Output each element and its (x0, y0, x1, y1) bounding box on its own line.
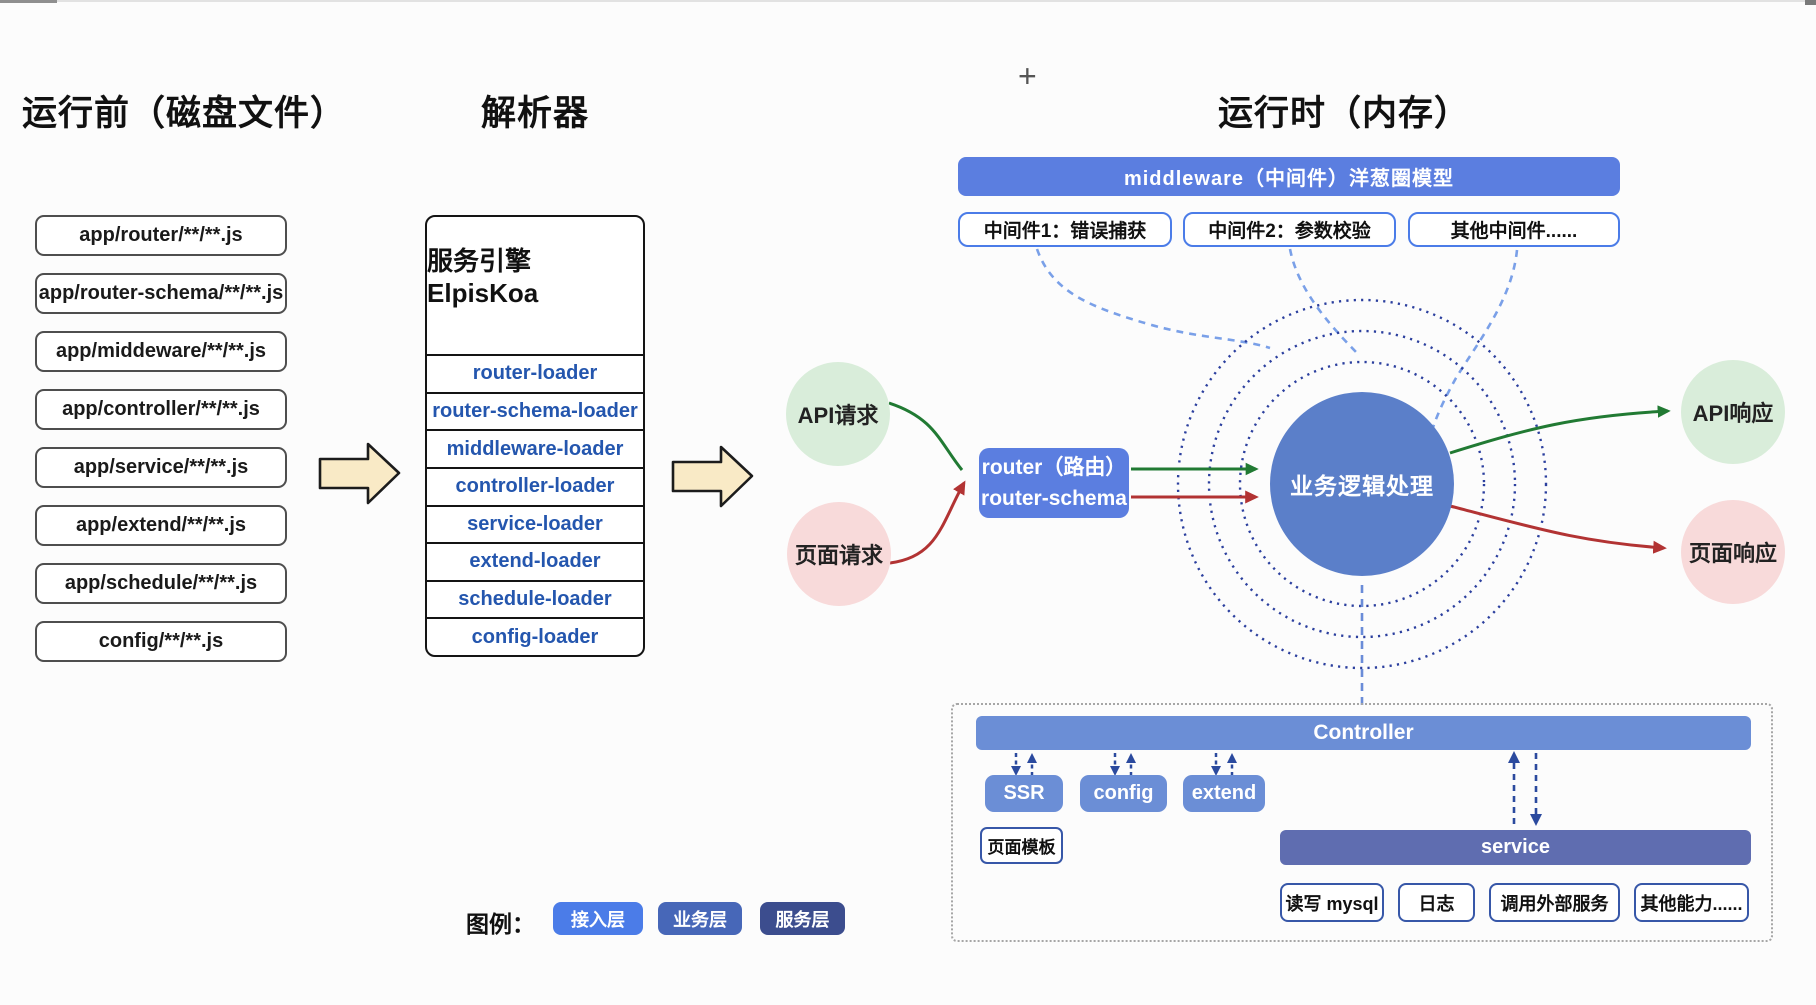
ssr-box: SSR (985, 775, 1063, 812)
title-pre-run: 运行前（磁盘文件） (22, 94, 347, 133)
middleware-connector-lines (1035, 248, 1519, 435)
engine-title: 服务引擎 ElpisKoa (427, 246, 539, 308)
screen-top-right-mark (1805, 0, 1816, 5)
onion-ring-inner (1238, 360, 1486, 608)
connector-middleware-2 (1288, 248, 1361, 357)
api-request-curve (888, 401, 964, 471)
loader-row-controller: controller-loader (427, 466, 643, 505)
service-bar: service (1280, 830, 1751, 865)
loader-row-extend: extend-loader (427, 542, 643, 580)
extend-box: extend (1183, 775, 1265, 812)
onion-ring-middle (1207, 329, 1517, 639)
legend-chip-access-layer: 接入层 (553, 902, 643, 935)
connector-middleware-other (1429, 249, 1519, 435)
screen-top-edge (0, 0, 1816, 2)
loader-row-service: service-loader (427, 504, 643, 543)
file-box-extend: app/extend/**/**.js (35, 505, 287, 546)
api-request-circle: API请求 (786, 362, 890, 466)
controller-bar: Controller (976, 716, 1751, 750)
capability-mysql: 读写 mysql (1280, 883, 1384, 922)
middleware-item-other: 其他中间件...... (1408, 212, 1620, 247)
api-response-curve (1449, 405, 1671, 455)
page-response-curve (1449, 504, 1667, 554)
block-arrows (318, 442, 754, 508)
block-arrow-files-to-engine (318, 442, 401, 505)
connector-middleware-1 (1035, 248, 1271, 350)
legend-label: 图例： (466, 911, 535, 937)
middleware-item-1: 中间件1：错误捕获 (958, 212, 1172, 247)
middleware-item-2: 中间件2：参数校验 (1183, 212, 1396, 247)
page-response-circle: 页面响应 (1681, 500, 1785, 604)
business-logic-core-circle: 业务逻辑处理 (1270, 392, 1454, 576)
loader-row-schedule: schedule-loader (427, 579, 643, 618)
block-arrow-engine-to-runtime (671, 445, 754, 508)
onion-rings (1176, 298, 1548, 670)
engine-box: 服务引擎 ElpisKoa router-loader router-schem… (425, 215, 645, 657)
crosshair-cursor: + (1018, 58, 1037, 94)
loader-row-router: router-loader (427, 354, 643, 392)
controller-service-arrows (1508, 751, 1542, 826)
legend-chip-business-layer: 业务层 (658, 902, 742, 935)
page-request-circle: 页面请求 (787, 502, 891, 606)
onion-ring-outer (1176, 298, 1548, 670)
page-template-box: 页面模板 (980, 827, 1063, 864)
screen-top-left-mark (0, 0, 57, 3)
router-box: router（路由） router-schema (979, 448, 1129, 518)
page-request-curve (889, 480, 966, 565)
loader-row-router-schema: router-schema-loader (427, 391, 643, 430)
file-box-config: config/**/**.js (35, 621, 287, 662)
middleware-header: middleware（中间件）洋葱圈模型 (958, 157, 1620, 196)
controller-panel (951, 703, 1773, 942)
capability-other: 其他能力...... (1634, 883, 1749, 922)
file-box-controller: app/controller/**/**.js (35, 389, 287, 430)
file-box-router: app/router/**/**.js (35, 215, 287, 256)
router-box-line2: router-schema (981, 487, 1127, 510)
router-box-line1: router（路由） (981, 456, 1127, 479)
controller-sub-arrows (1011, 753, 1237, 776)
api-response-circle: API响应 (1681, 360, 1785, 464)
loader-list: router-loader router-schema-loader middl… (427, 354, 643, 655)
loader-row-config: config-loader (427, 617, 643, 655)
title-parser: 解析器 (481, 94, 590, 133)
file-box-router-schema: app/router-schema/**/**.js (35, 273, 287, 314)
capability-log: 日志 (1398, 883, 1475, 922)
title-runtime: 运行时（内存） (1218, 94, 1471, 133)
file-box-service: app/service/**/**.js (35, 447, 287, 488)
file-box-middleware: app/middeware/**/**.js (35, 331, 287, 372)
capability-external-services: 调用外部服务 (1489, 883, 1620, 922)
file-box-schedule: app/schedule/**/**.js (35, 563, 287, 604)
legend-chip-service-layer: 服务层 (760, 902, 845, 935)
loader-row-middleware: middleware-loader (427, 429, 643, 467)
config-box: config (1080, 775, 1167, 812)
